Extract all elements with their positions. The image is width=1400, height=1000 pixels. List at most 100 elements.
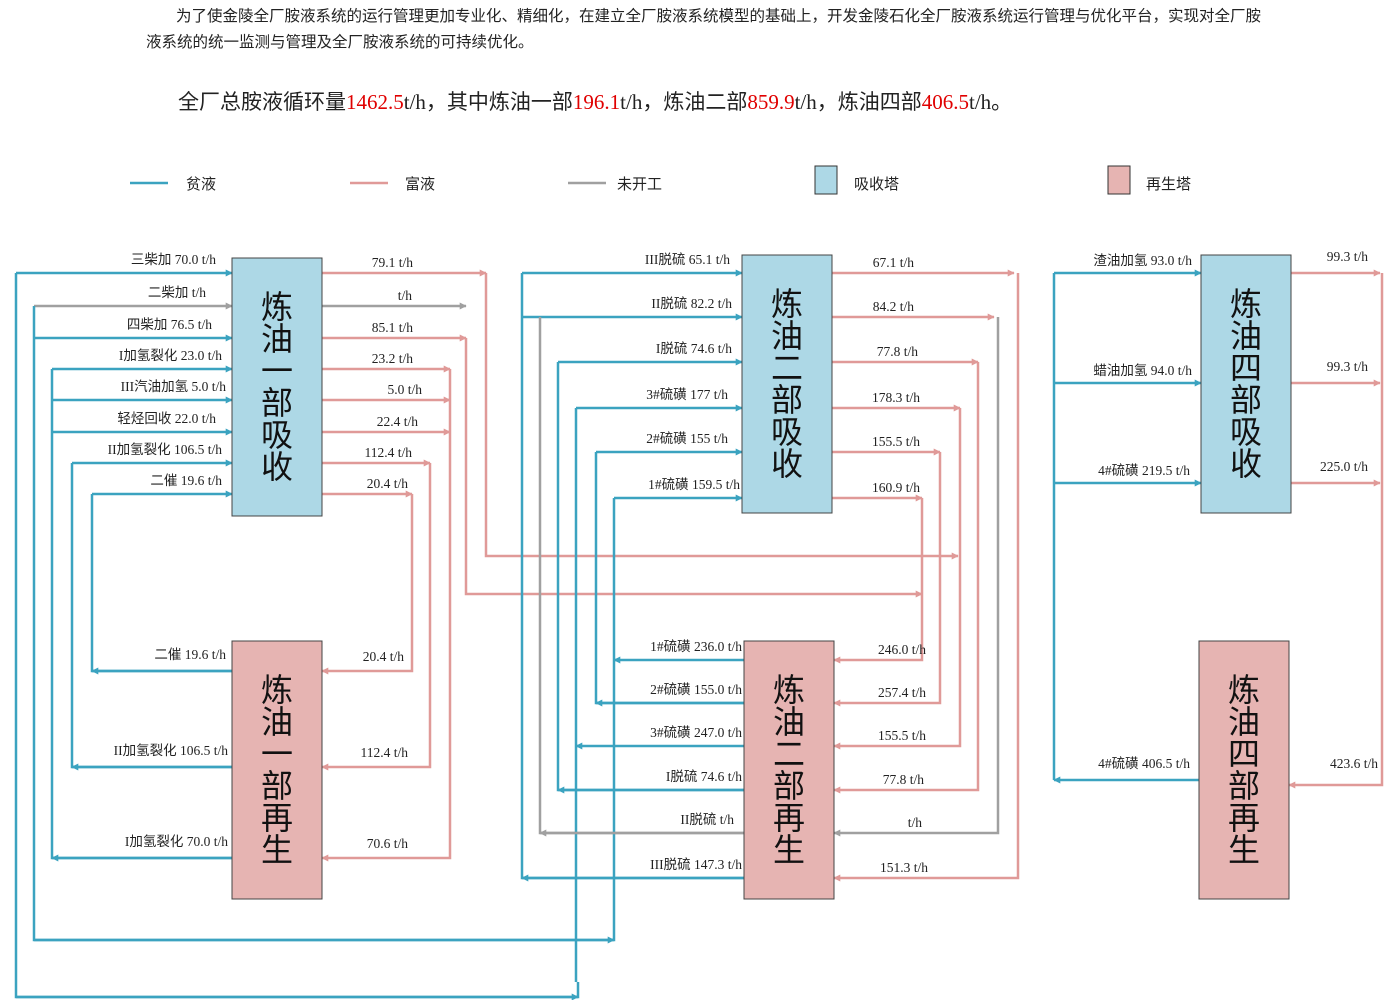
u2-outlet-label-1: 84.2 t/h	[873, 299, 915, 314]
u4-regenerator-tower-char: 炼	[1228, 672, 1260, 708]
u1-regenerator-tower	[231, 640, 323, 900]
u4-inlet-label-1: 蜡油加氢 94.0 t/h	[1093, 363, 1192, 378]
u1-inlet-label-2: 四柴加 76.5 t/h	[127, 317, 212, 332]
u2-rich-return-iii	[833, 273, 1020, 882]
u1-regenerator-tower-char: 部	[261, 768, 293, 804]
u1-regen-outlet-label-1: II加氢裂化 106.5 t/h	[114, 743, 229, 758]
legend-regenerator-label: 再生塔	[1146, 176, 1191, 193]
u1-inlet-label-3: I加氢裂化 23.0 t/h	[119, 348, 222, 363]
u2-inlet-label-0: III脱硫 65.1 t/h	[645, 252, 730, 267]
u1-absorber-tower-char: 部	[261, 385, 293, 421]
u2-regen-outlet-label-0: 1#硫磺 236.0 t/h	[650, 639, 742, 654]
u2-regen-outlet-label-4: II脱硫 t/h	[680, 812, 734, 827]
u2-regen-outlet-label-3: I脱硫 74.6 t/h	[666, 769, 742, 784]
u2-outlet-label-4: 155.5 t/h	[872, 434, 920, 449]
u1-absorber-tower-char: 一	[261, 353, 293, 389]
u2-regen-inlet-label-0: 246.0 t/h	[878, 642, 926, 657]
u1-rich-return-ii-hcu	[321, 463, 432, 771]
u4-absorber-tower-char: 收	[1230, 446, 1262, 482]
u2-inlet-label-5: 1#硫磺 159.5 t/h	[648, 477, 740, 492]
u2-regenerator-tower-char: 炼	[773, 672, 805, 708]
u1-regenerator-tower-char: 一	[261, 736, 293, 772]
u2-absorber-tower	[741, 254, 833, 514]
u2-inlet-label-3: 3#硫磺 177 t/h	[646, 387, 728, 402]
u4-regen-inlet-label: 423.6 t/h	[1330, 756, 1378, 771]
u1-regen-inlet-label-0: 20.4 t/h	[363, 649, 405, 664]
u2-inlet-label-2: I脱硫 74.6 t/h	[656, 341, 732, 356]
u1-regen-outlet-label-2: I加氢裂化 70.0 t/h	[125, 834, 228, 849]
legend: 贫液 富液 未开工 吸收塔 再生塔	[130, 165, 1191, 195]
u2-outlet-label-3: 178.3 t/h	[872, 390, 920, 405]
u2-regen-inlet-label-2: 155.5 t/h	[878, 728, 926, 743]
u2-absorber-tower-char: 吸	[771, 414, 803, 450]
u2-rich-return-3s	[833, 408, 962, 750]
summary-text-4: t/h，炼油四部	[794, 90, 922, 114]
u1-rich-to-u2-a	[484, 273, 959, 560]
summary-text-1: 全厂总胺液循环量	[178, 90, 346, 114]
legend-absorber-label: 吸收塔	[854, 176, 899, 193]
u2-inlet-label-4: 2#硫磺 155 t/h	[646, 431, 728, 446]
u4-rich-return	[1288, 273, 1384, 789]
u1-outlet-label-4: 5.0 t/h	[387, 382, 422, 397]
u2-regenerator-tower-char: 油	[773, 704, 805, 740]
u2-inlet-label-1: II脱硫 82.2 t/h	[651, 296, 732, 311]
u1-outlet-label-7: 20.4 t/h	[367, 476, 409, 491]
legend-idle-label: 未开工	[617, 176, 662, 193]
u1-regenerator-tower-char: 油	[261, 704, 293, 740]
u4-absorber-tower-char: 部	[1230, 382, 1262, 418]
u1-regen-outlet-label-0: 二催 19.6 t/h	[154, 647, 226, 662]
u4-absorber-tower-char: 炼	[1230, 286, 1262, 322]
u2-regenerator-tower-char: 二	[773, 736, 805, 772]
u2-trunk-iii	[520, 273, 744, 880]
u2-absorber-tower-char: 部	[771, 382, 803, 418]
u4-absorber-tower-char: 油	[1230, 318, 1262, 354]
u2-regenerator-tower	[743, 640, 835, 900]
u1-rich-return-i-hcu	[321, 369, 452, 862]
u1-regen-inlet-label-2: 70.6 t/h	[367, 836, 409, 851]
u2-rich-return-1s	[833, 498, 924, 664]
u2-rich-return-2s	[833, 452, 942, 707]
u2-regen-outlet-label-2: 3#硫磺 247.0 t/h	[650, 725, 742, 740]
legend-regenerator-swatch	[1107, 165, 1131, 195]
u4-regen-outlet-label: 4#硫磺 406.5 t/h	[1098, 756, 1190, 771]
u2-regen-inlet-label-3: 77.8 t/h	[883, 772, 925, 787]
u2-regenerator-tower-char: 再	[773, 800, 805, 836]
u1-regenerator-tower-char: 再	[261, 800, 293, 836]
u2-regen-inlet-label-4: t/h	[908, 815, 923, 830]
u2-absorber-tower-char: 收	[771, 446, 803, 482]
summary-unit4: 406.5	[921, 90, 970, 114]
u2-regenerator-tower-char: 部	[773, 768, 805, 804]
summary-unit2: 859.9	[747, 90, 795, 114]
u1-absorber-tower-char: 吸	[261, 417, 293, 453]
u1-outlet-label-2: 85.1 t/h	[372, 320, 414, 335]
u2-regen-inlet-label-1: 257.4 t/h	[878, 685, 926, 700]
summary-unit1: 196.1	[572, 90, 621, 114]
u1-outlet-label-5: 22.4 t/h	[377, 414, 419, 429]
u1-inlet-label-0: 三柴加 70.0 t/h	[131, 252, 216, 267]
u1-inlet-label-1: 二柴加 t/h	[148, 285, 206, 300]
u2-regen-outlet-label-5: III脱硫 147.3 t/h	[650, 857, 742, 872]
u1-absorber-tower-char: 油	[261, 321, 293, 357]
u2-outlet-label-2: 77.8 t/h	[877, 344, 919, 359]
u4-inlet-label-0: 渣油加氢 93.0 t/h	[1093, 253, 1192, 268]
u4-regenerator-tower	[1198, 640, 1290, 900]
u4-inlet-label-2: 4#硫磺 219.5 t/h	[1098, 463, 1190, 478]
u1-outlet-label-3: 23.2 t/h	[372, 351, 414, 366]
u2-absorber-tower-char: 油	[771, 318, 803, 354]
u1-regen-inlet-label-1: 112.4 t/h	[360, 745, 408, 760]
u4-outlet-label-0: 99.3 t/h	[1327, 249, 1369, 264]
u2-absorber-tower-char: 炼	[771, 286, 803, 322]
u1-inlet-label-4: III汽油加氢 5.0 t/h	[121, 379, 227, 394]
u1-absorber-tower-char: 炼	[261, 289, 293, 325]
u1-lean-trunk-fcc	[90, 494, 232, 673]
u1-rich-to-u2-b	[464, 338, 923, 598]
u4-absorber-tower	[1200, 254, 1292, 514]
u1-inlet-label-6: II加氢裂化 106.5 t/h	[108, 442, 223, 457]
summary-total: 1462.5	[346, 90, 404, 114]
u1-absorber-tower-char: 收	[261, 449, 293, 485]
u2-regen-outlet-label-1: 2#硫磺 155.0 t/h	[650, 682, 742, 697]
u2-outlet-label-0: 67.1 t/h	[873, 255, 915, 270]
u4-regenerator-tower-char: 四	[1228, 736, 1260, 772]
legend-rich-label: 富液	[405, 175, 435, 193]
